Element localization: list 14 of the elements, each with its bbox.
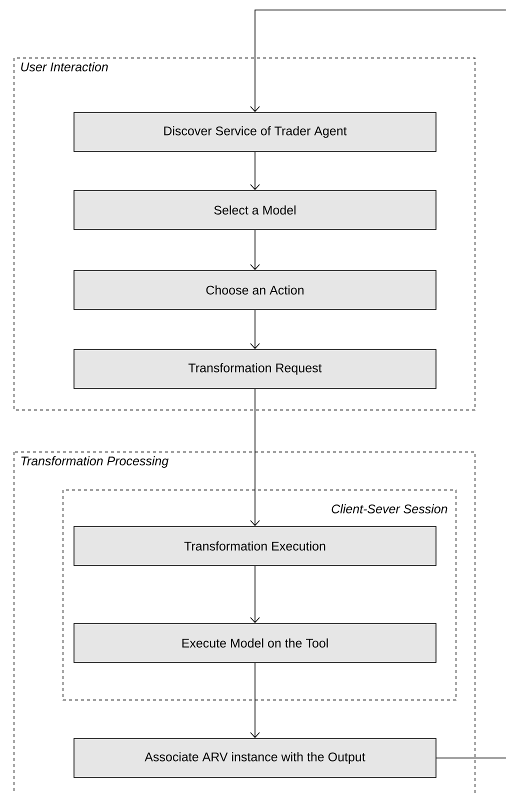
- arrow: [250, 151, 260, 190]
- arrow: [250, 662, 260, 738]
- process-box: Transformation Execution: [74, 526, 436, 566]
- process-box: Choose an Action: [74, 270, 436, 310]
- arrow: [250, 388, 260, 526]
- arrow: [250, 229, 260, 270]
- process-box: Transformation Request: [74, 349, 436, 389]
- process-box: Execute Model on the Tool: [74, 623, 436, 663]
- arrow: [250, 10, 506, 112]
- process-box: Associate ARV instance with the Output: [74, 738, 436, 778]
- arrow: [250, 310, 260, 350]
- arrow: [250, 566, 260, 624]
- process-box: Select a Model: [74, 190, 436, 230]
- process-box: Discover Service of Trader Agent: [74, 112, 436, 152]
